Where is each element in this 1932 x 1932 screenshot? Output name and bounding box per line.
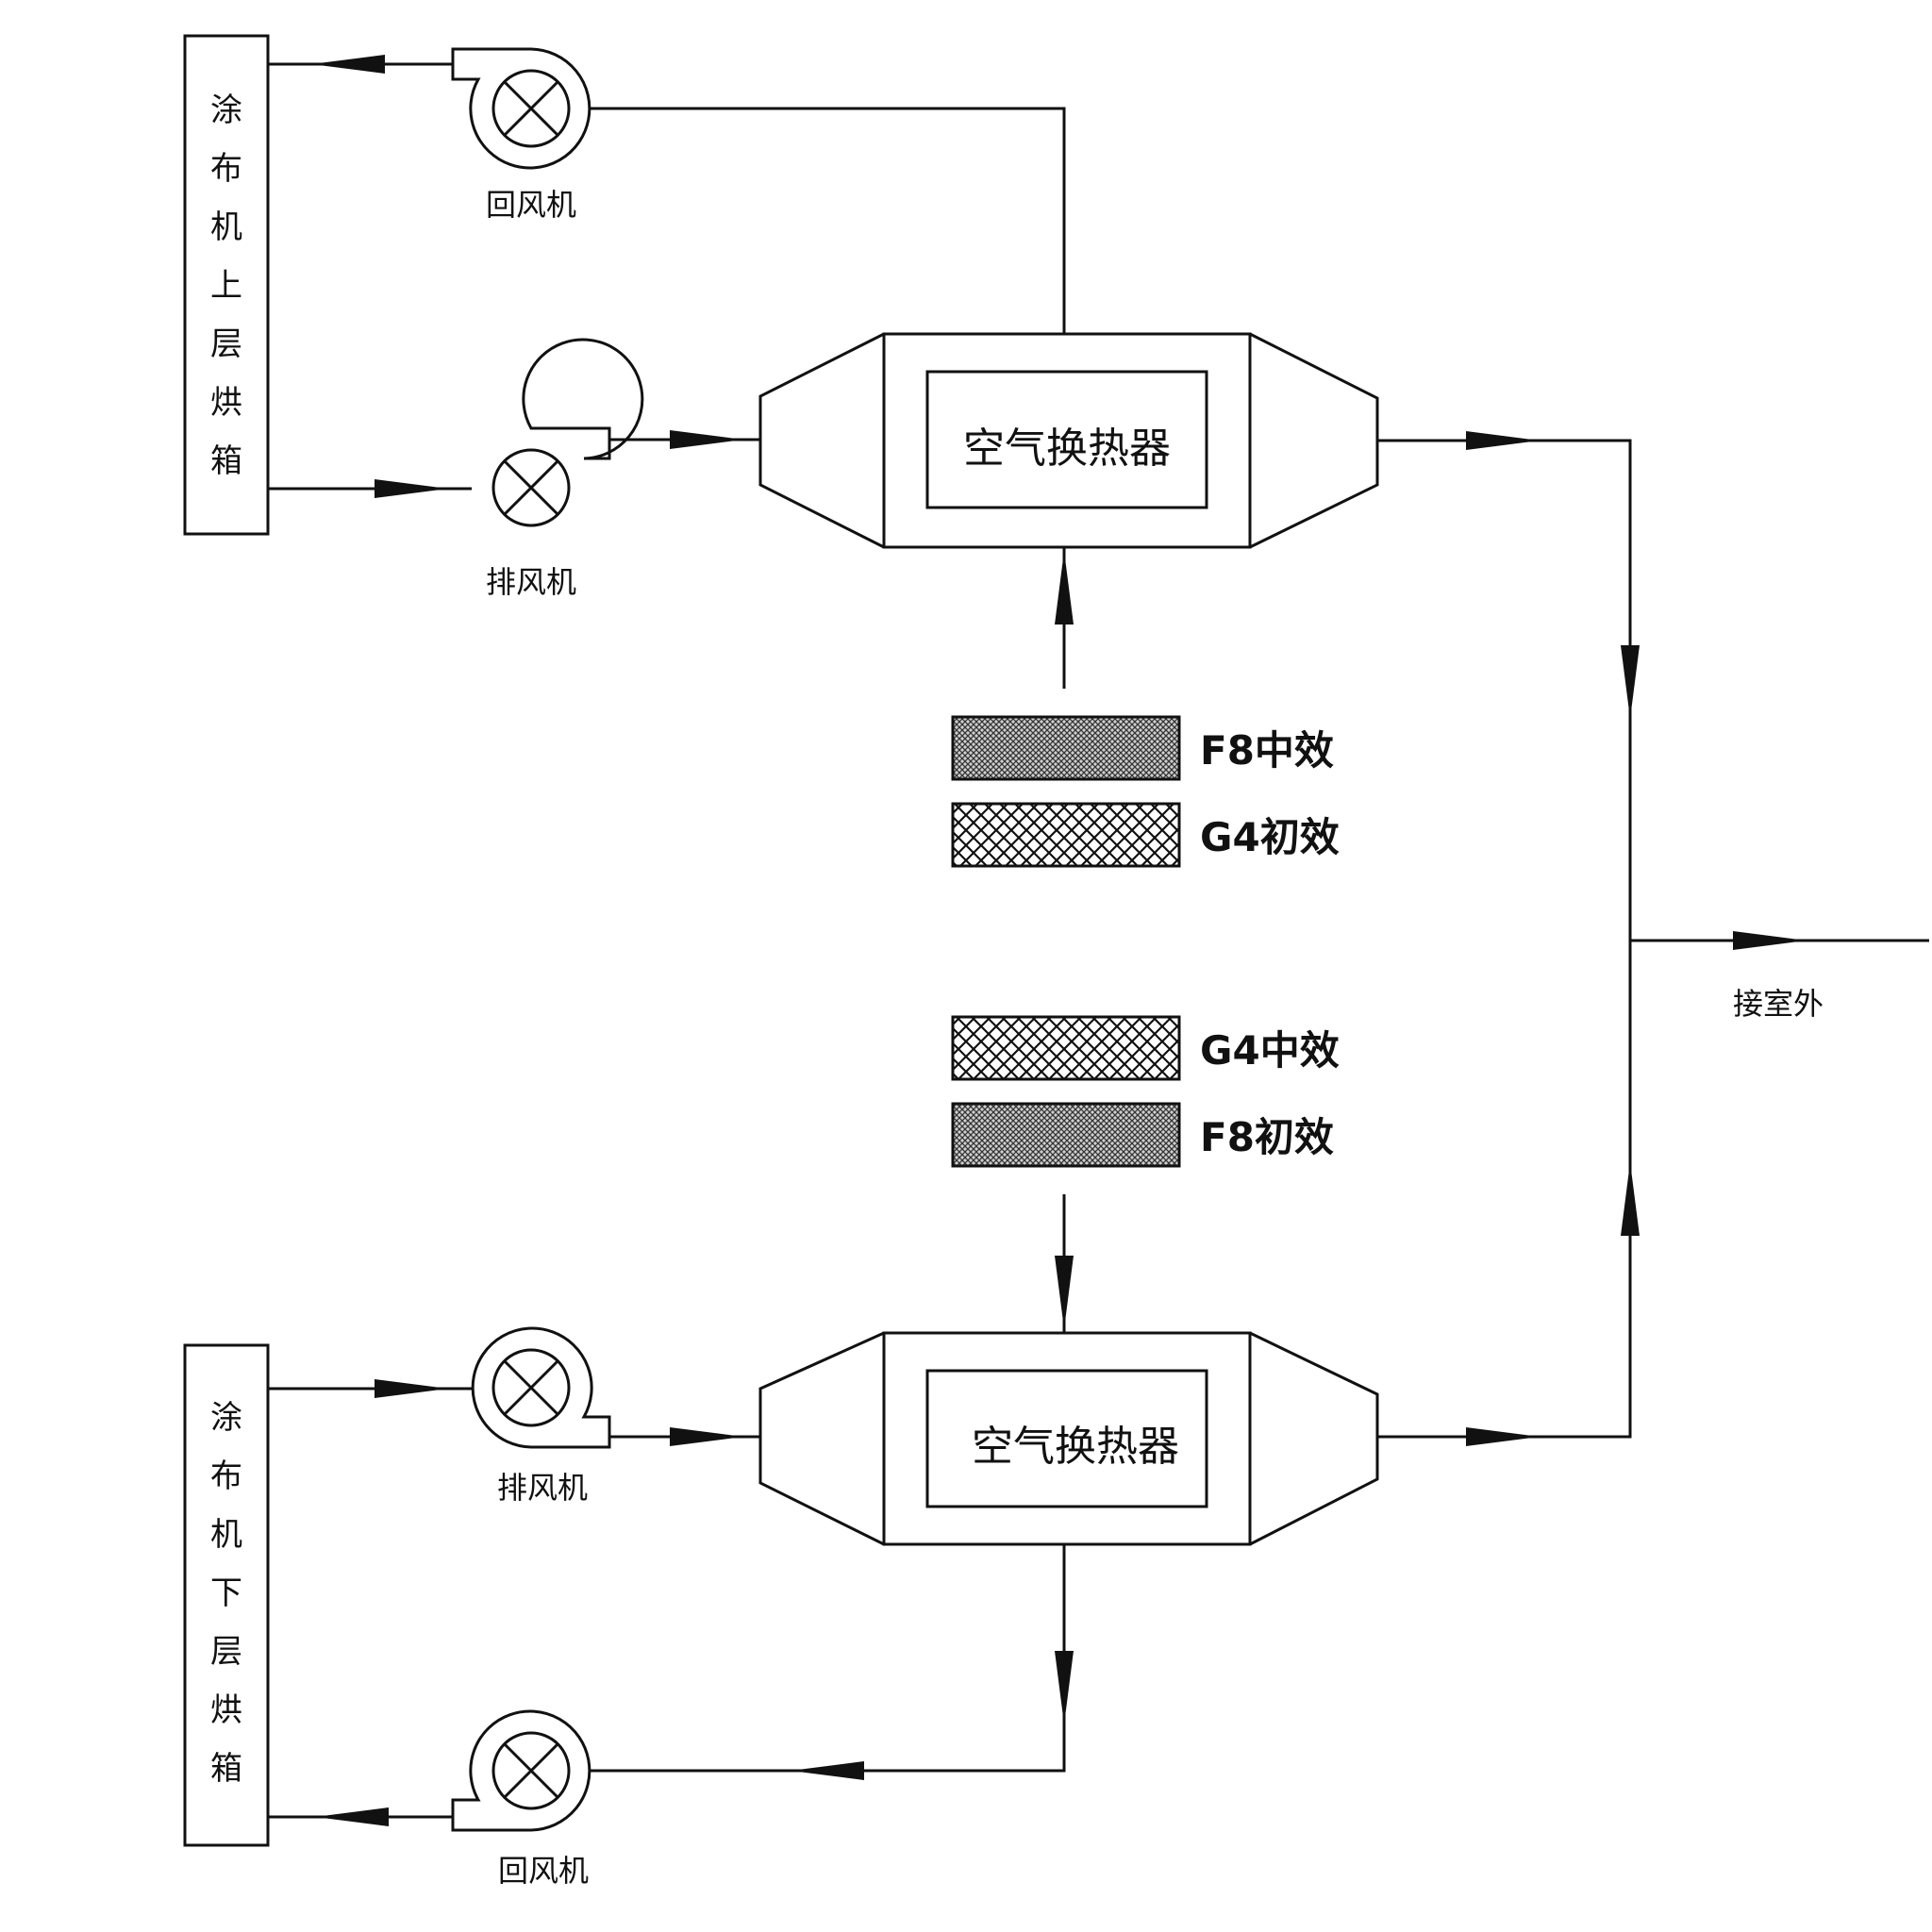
oven-lower-char: 箱 <box>210 1750 242 1788</box>
fan-exhaust-lower-label: 排风机 <box>497 1470 588 1506</box>
filter-upper-fine-label: F8中效 <box>1200 727 1334 774</box>
outdoor-label: 接室外 <box>1733 986 1824 1022</box>
oven-lower-char: 层 <box>210 1633 242 1671</box>
fan-return-upper-label: 回风机 <box>486 187 576 223</box>
oven-upper-char: 烘 <box>210 384 242 422</box>
arrow-right-icon <box>1466 1427 1540 1446</box>
oven-upper-char: 上 <box>210 267 242 305</box>
arrow-right-icon <box>375 1379 448 1398</box>
oven-upper-label: 涂 布 机 上 层 烘 箱 <box>210 92 242 480</box>
heat-exchanger-lower-label: 空气换热器 <box>972 1423 1179 1471</box>
arrow-down-icon <box>1055 1651 1074 1724</box>
arrow-down-icon <box>1055 1256 1074 1329</box>
arrow-down-icon <box>1621 645 1640 719</box>
oven-lower-label: 涂 布 机 下 层 烘 箱 <box>210 1399 242 1788</box>
duct-lower-to-outdoor <box>1377 941 1632 1439</box>
duct-upper-to-outdoor <box>1377 439 1632 941</box>
duct-upper-return <box>591 107 1066 334</box>
oven-lower-box <box>183 1343 270 1847</box>
arrow-up-icon <box>1621 1162 1640 1236</box>
arrow-left-icon <box>311 55 385 74</box>
oven-lower-char: 下 <box>210 1574 242 1612</box>
filter-upper-coarse-label: G4初效 <box>1200 814 1340 860</box>
oven-lower-char: 布 <box>210 1457 242 1495</box>
fan-exhaust-upper <box>491 338 644 527</box>
filter-upper-coarse <box>951 802 1181 868</box>
oven-upper-char: 层 <box>210 325 242 363</box>
fan-exhaust-upper-label: 排风机 <box>486 564 576 600</box>
oven-lower-char: 涂 <box>210 1399 242 1437</box>
oven-upper-char: 箱 <box>210 442 242 480</box>
fan-exhaust-lower <box>471 1326 611 1449</box>
filter-lower-fine <box>951 1102 1181 1168</box>
filter-lower-fine-label: F8初效 <box>1200 1114 1334 1160</box>
fan-return-upper <box>451 47 591 170</box>
heat-exchanger-upper-label: 空气换热器 <box>963 425 1171 473</box>
arrow-right-icon <box>1466 431 1540 450</box>
oven-upper-char: 机 <box>210 208 242 246</box>
fan-return-lower <box>451 1709 591 1832</box>
arrow-up-icon <box>1055 551 1074 625</box>
arrow-left-icon <box>791 1761 864 1780</box>
filter-upper-fine <box>951 715 1181 781</box>
arrow-right-icon <box>1733 931 1807 950</box>
arrow-right-icon <box>670 1427 743 1446</box>
oven-lower-char: 烘 <box>210 1691 242 1729</box>
oven-upper-box <box>183 34 270 536</box>
filter-lower-coarse-label: G4中效 <box>1200 1027 1340 1074</box>
arrow-right-icon <box>375 479 448 498</box>
duct-lower-return <box>591 1544 1066 1773</box>
arrow-right-icon <box>670 430 743 449</box>
oven-lower-char: 机 <box>210 1516 242 1554</box>
oven-upper-char: 布 <box>210 150 242 188</box>
filter-lower-coarse <box>951 1015 1181 1081</box>
fan-return-lower-label: 回风机 <box>498 1853 589 1889</box>
arrow-left-icon <box>315 1807 389 1826</box>
oven-upper-char: 涂 <box>210 92 242 129</box>
